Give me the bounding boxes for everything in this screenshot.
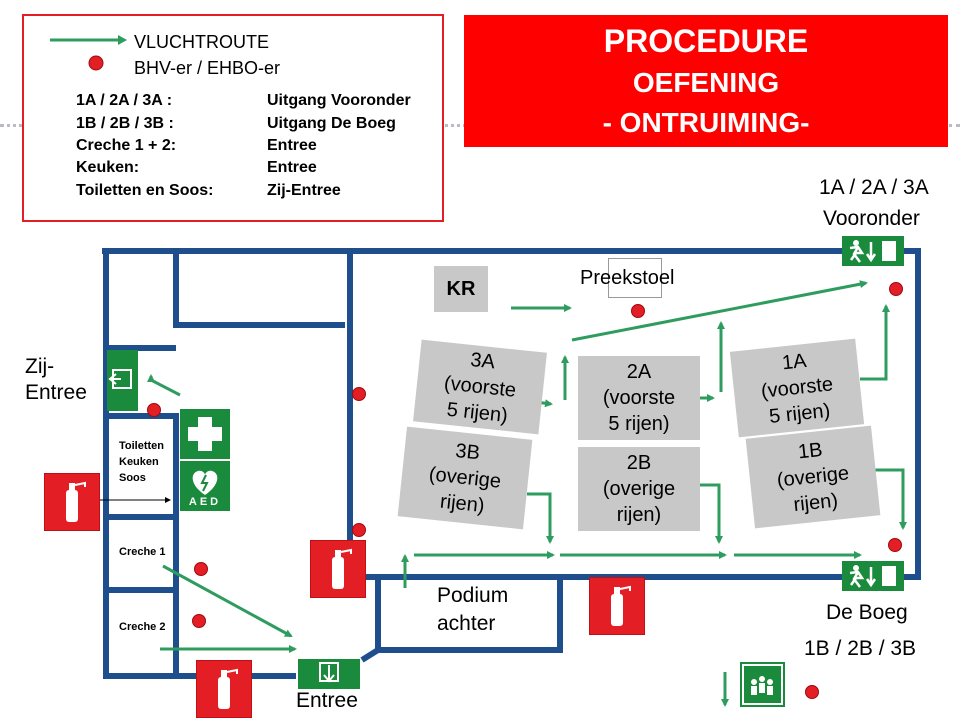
- seat-block-3a: 3A (voorste 5 rijen): [413, 339, 547, 435]
- creche2-label: Creche 2: [119, 621, 166, 633]
- bhv-marker: [352, 387, 366, 401]
- toiletten-label: Toiletten: [119, 440, 165, 452]
- bhv-marker: [147, 403, 161, 417]
- side-exit-door-icon: [107, 350, 138, 411]
- legend-box: VLUCHTROUTE BHV-er / EHBO-er 1A / 2A / 3…: [22, 14, 444, 222]
- creche1-label: Creche 1: [119, 546, 166, 558]
- vooronder-groups-label: 1A / 2A / 3A: [819, 176, 929, 199]
- seat-block-3b: 3B (overige rijen): [397, 426, 533, 530]
- legend-rule-who: 1B / 2B / 3B :: [76, 115, 174, 132]
- legend-rule-who: Creche 1 + 2:: [76, 137, 177, 154]
- title-banner: PROCEDURE OEFENING - ONTRUIMING-: [464, 15, 948, 147]
- keuken-label: Keuken: [119, 456, 159, 468]
- fire-extinguisher-icon: [44, 473, 100, 531]
- vooronder-name-label: Vooronder: [823, 207, 920, 230]
- seat-block-1a: 1A (voorste 5 rijen): [729, 338, 865, 438]
- bhv-marker: [805, 685, 819, 699]
- legend-rule-who: Toiletten en Soos:: [76, 182, 214, 199]
- aed-heart-icon: AED: [180, 461, 230, 511]
- title-line-1: PROCEDURE: [603, 23, 809, 59]
- preekstoel-label: Preekstoel: [580, 267, 675, 289]
- legend-bhv-label: BHV-er / EHBO-er: [134, 58, 281, 78]
- title-line-3: - ONTRUIMING-: [602, 107, 810, 138]
- bhv-marker: [192, 614, 206, 628]
- bhv-marker: [888, 538, 902, 552]
- bhv-marker: [889, 282, 903, 296]
- bhv-marker: [352, 523, 366, 537]
- entree-label: Entree: [296, 689, 358, 712]
- bhv-marker: [631, 304, 645, 318]
- fire-extinguisher-icon: [310, 540, 366, 598]
- legend-rule-exit: Entree: [267, 137, 317, 154]
- aed-label: AED: [188, 496, 222, 508]
- first-aid-cross-icon: [180, 409, 230, 459]
- legend-route-arrow-icon: [50, 35, 127, 71]
- fire-extinguisher-icon: [589, 577, 645, 635]
- zij-label-line2: Entree: [25, 381, 87, 404]
- bhv-marker: [194, 562, 208, 576]
- legend-rule-exit: Uitgang Vooronder: [267, 92, 411, 109]
- kr-box: KR: [434, 266, 488, 312]
- emergency-exit-icon: [842, 236, 904, 266]
- legend-rule-exit: Zij-Entree: [267, 182, 341, 199]
- entrance-exit-door-icon: [298, 659, 360, 689]
- legend-rule-who: Keuken:: [76, 159, 140, 176]
- legend-rule-exit: Uitgang De Boeg: [267, 115, 396, 132]
- escape-routes: [147, 280, 907, 707]
- legend-rule-exit: Entree: [267, 159, 317, 176]
- boeg-name-label: De Boeg: [826, 601, 908, 624]
- fire-extinguisher-icon: [196, 660, 252, 718]
- assembly-point-icon: [740, 662, 785, 707]
- soos-label: Soos: [119, 472, 146, 484]
- zij-label-line1: Zij-: [25, 355, 55, 378]
- legend-route-label: VLUCHTROUTE: [134, 32, 270, 52]
- podium-label-line1: Podium: [437, 584, 509, 607]
- seat-block-2a: 2A (voorste 5 rijen): [578, 356, 700, 440]
- legend-rule-who: 1A / 2A / 3A :: [76, 92, 173, 109]
- emergency-exit-icon: [842, 561, 904, 591]
- podium-label-line2: achter: [437, 612, 496, 635]
- seat-block-2b: 2B (overige rijen): [578, 447, 700, 531]
- boeg-groups-label: 1B / 2B / 3B: [804, 637, 917, 660]
- seat-block-1b: 1B (overige rijen): [745, 425, 881, 529]
- title-line-2: OEFENING: [632, 67, 780, 98]
- preekstoel-box: [608, 258, 662, 298]
